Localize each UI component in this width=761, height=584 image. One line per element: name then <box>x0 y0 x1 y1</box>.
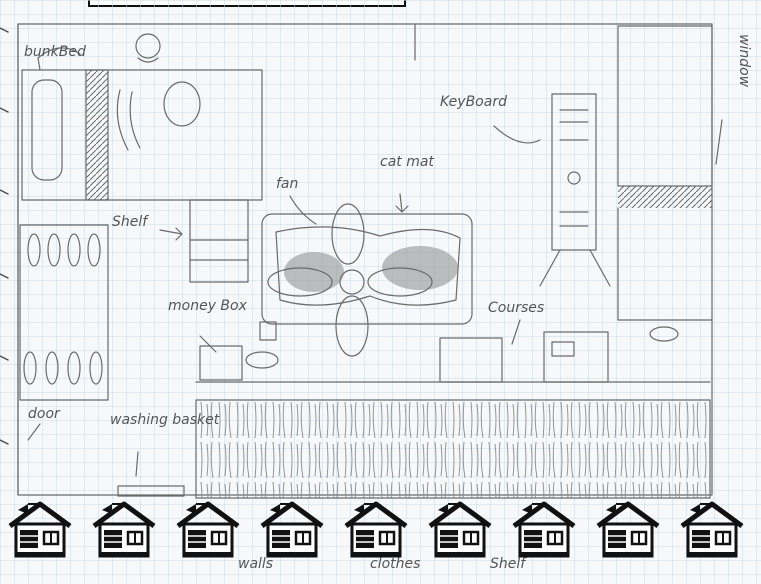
label-bottom-left: walls <box>238 556 273 572</box>
label-window: window <box>736 34 752 88</box>
label-bottom-right: Shelf <box>490 556 527 572</box>
label-bunk-bed: bunkBed <box>24 44 86 60</box>
label-washing-basket: washing basket <box>110 412 220 428</box>
label-door: door <box>28 406 61 422</box>
floor-boards <box>196 382 710 498</box>
label-keyboard: KeyBoard <box>440 94 507 110</box>
label-shelf: Shelf <box>112 214 149 230</box>
label-money-box: money Box <box>168 298 248 314</box>
label-courses: Courses <box>488 300 544 316</box>
label-bottom-middle: clothes <box>370 556 420 572</box>
label-fan: fan <box>276 176 298 192</box>
label-cat-mat: cat mat <box>380 154 434 170</box>
